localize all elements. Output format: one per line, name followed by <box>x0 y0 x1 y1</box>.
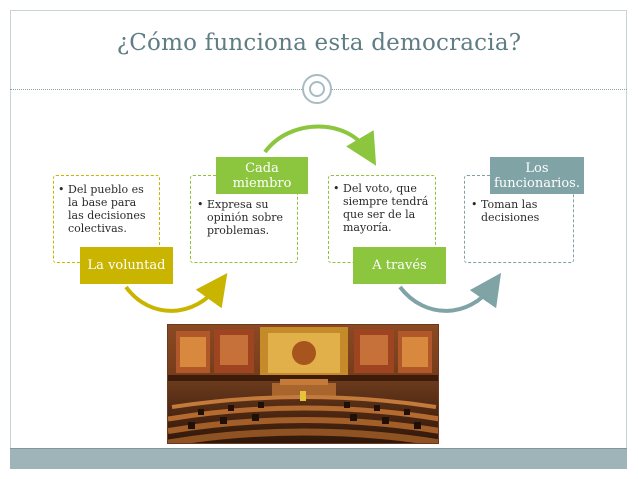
step-tag-4: Los funcionarios. <box>490 157 584 194</box>
step-tag-2: Cada miembro <box>216 157 308 194</box>
step-card-3-list: Del voto, que siempre tendrá que ser de … <box>333 182 431 234</box>
step-tag-1: La voluntad <box>80 247 173 284</box>
title-rule-right <box>332 89 627 90</box>
title-ring-ornament <box>302 74 332 104</box>
slide-title: ¿Cómo funciona esta democracia? <box>116 30 522 56</box>
step-card-1-bullet: Del pueblo es la base para las decisione… <box>58 183 155 235</box>
step-tag-3: A través <box>353 247 446 284</box>
step-card-4-bullet: Toman las decisiones <box>471 198 569 224</box>
step-card-1-list: Del pueblo es la base para las decisione… <box>58 183 155 235</box>
assembly-chamber-photo <box>167 324 439 444</box>
assembly-chamber-illustration <box>168 325 438 443</box>
step-card-3-bullet: Del voto, que siempre tendrá que ser de … <box>333 182 431 234</box>
step-card-2-bullet: Expresa su opinión sobre problemas. <box>197 198 293 237</box>
slide-footer-band <box>10 448 627 469</box>
step-card-4-list: Toman las decisiones <box>471 198 569 224</box>
title-ring-inner <box>309 81 325 97</box>
step-card-2-list: Expresa su opinión sobre problemas. <box>197 198 293 237</box>
title-rule-left <box>10 89 302 90</box>
